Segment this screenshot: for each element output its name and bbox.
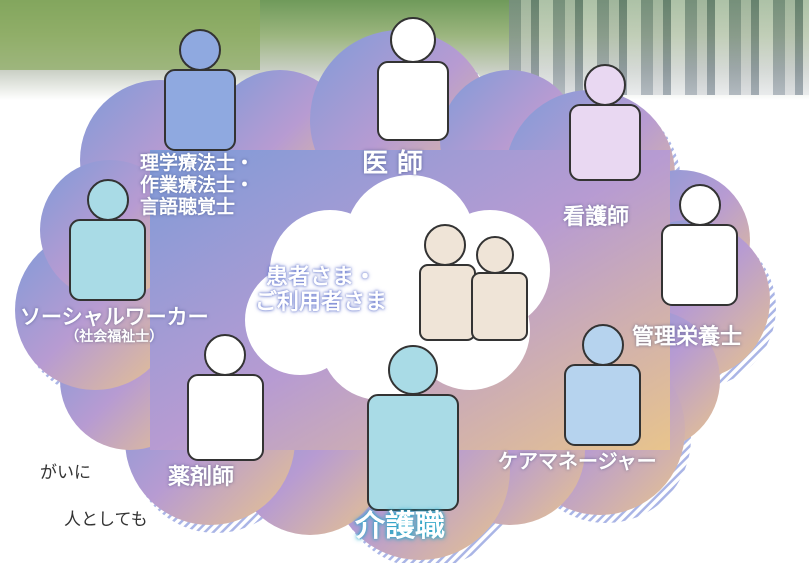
care-manager-figure bbox=[564, 324, 641, 446]
nurse-figure bbox=[569, 64, 641, 181]
pharmacist-label: 薬剤師 bbox=[168, 465, 235, 490]
patients-label-line2: ご利用者さま bbox=[255, 290, 388, 316]
dietitian-label: 管理栄養士 bbox=[632, 325, 743, 350]
social-worker-subtitle: （社会福祉士） bbox=[65, 329, 164, 346]
dietitian-figure bbox=[661, 184, 738, 306]
therapist-figure bbox=[164, 29, 236, 151]
therapist-label-line1: 理学療法士・ bbox=[140, 152, 255, 174]
body-text-line1: がいに bbox=[40, 463, 91, 483]
social-worker-figure bbox=[69, 179, 146, 301]
patients-label-line1: 患者さま・ bbox=[266, 265, 377, 290]
therapist-label-line3: 言語聴覚士 bbox=[140, 195, 236, 218]
care-worker-figure bbox=[367, 345, 459, 511]
houses-area bbox=[509, 0, 809, 95]
social-worker-title: ソーシャルワーカー bbox=[20, 305, 209, 329]
social-worker-label: ソーシャルワーカー （社会福祉士） bbox=[20, 305, 209, 345]
nurse-label: 看護師 bbox=[563, 205, 630, 230]
doctor-figure bbox=[377, 17, 449, 141]
doctor-label: 医 師 bbox=[362, 149, 424, 179]
therapist-label: 理学療法士・ 作業療法士・ 言語聴覚士 bbox=[140, 152, 255, 219]
body-text-line2: 人としても bbox=[64, 510, 148, 530]
pharmacist-figure bbox=[187, 334, 264, 461]
patients-label: 患者さま・ ご利用者さま bbox=[255, 265, 387, 316]
care-manager-label: ケアマネージャー bbox=[498, 449, 657, 473]
therapist-label-line2: 作業療法士・ bbox=[140, 173, 255, 196]
care-worker-label: 介護職 bbox=[355, 509, 445, 544]
elderly-couple-figure bbox=[419, 224, 528, 341]
